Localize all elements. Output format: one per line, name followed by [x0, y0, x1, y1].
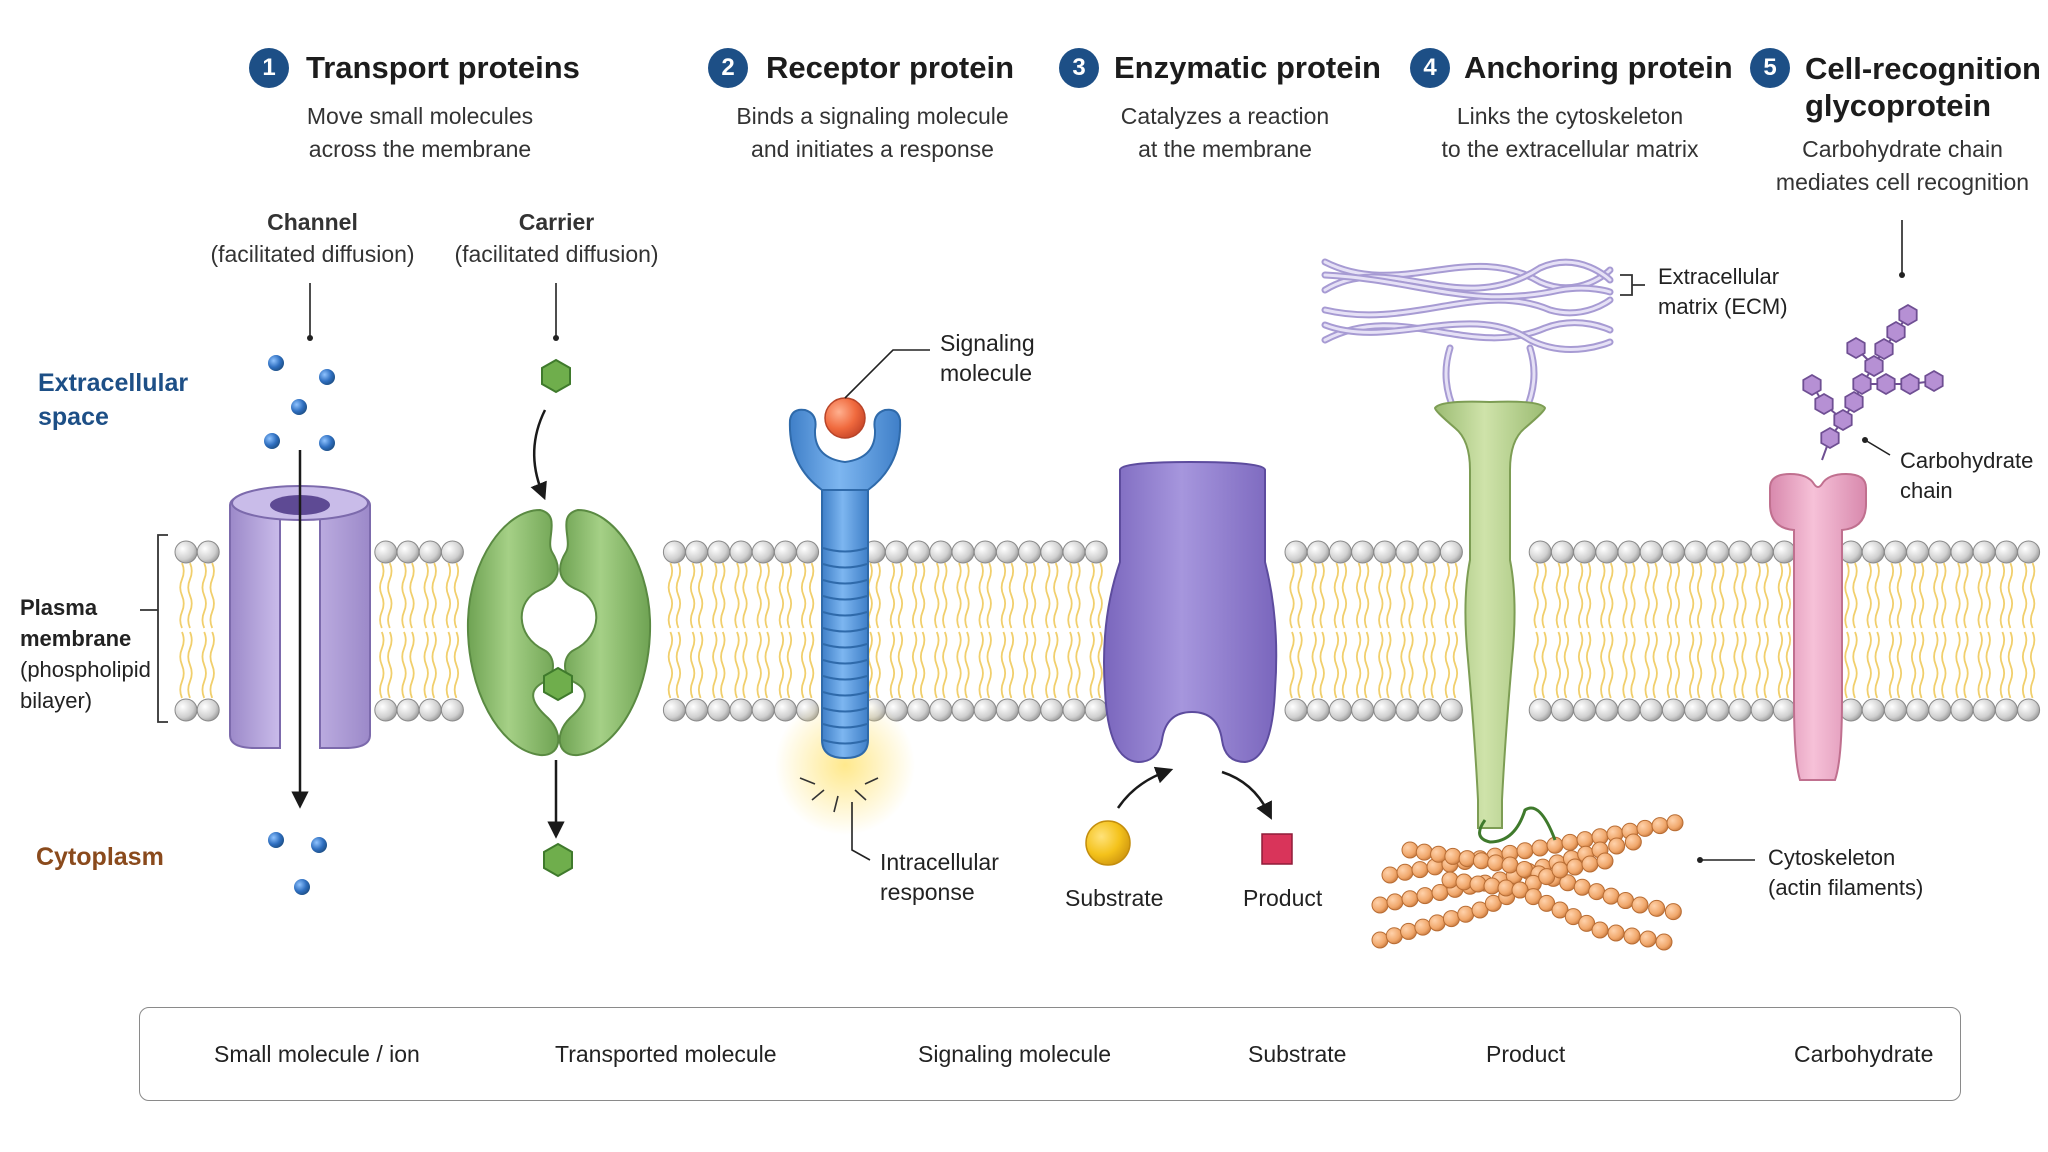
glycoprotein [1769, 472, 1867, 781]
section-number-5: 5 [1750, 48, 1790, 88]
ecm-label: Extracellular matrix (ECM) [1658, 264, 1788, 319]
legend-item-transported-molecule: Transported molecule [555, 1040, 777, 1067]
region-cytoplasm: Cytoplasm [36, 843, 164, 871]
legend-item-product: Product [1486, 1040, 1566, 1067]
product-arrow [1221, 770, 1272, 820]
carrier-protein [466, 508, 652, 757]
section-title-glycoprotein: Cell-recognition glycoprotein [1805, 51, 2041, 123]
section-title-transport: Transport proteins [306, 50, 580, 85]
response-leader [851, 802, 871, 861]
region-extracellular: Extracellular space [38, 369, 189, 431]
cytoskeleton-filaments [1371, 814, 1684, 951]
section-title-receptor: Receptor protein [766, 50, 1015, 85]
glow-rays [799, 777, 879, 813]
enzymatic-protein [1103, 460, 1278, 764]
carbohydrate-chain-label: Carbohydrate chain [1900, 448, 2034, 503]
lipid-heads [174, 540, 2041, 722]
section-subtitle-receptor: Binds a signaling molecule and initiates… [736, 103, 1009, 162]
section-subtitle-transport: Move small molecules across the membrane [306, 103, 534, 162]
section-subtitle-glycoprotein: Carbohydrate chain mediates cell recogni… [1775, 136, 2030, 195]
receptor-protein [788, 408, 902, 760]
section-subtitle-anchoring: Links the cytoskeleton to the extracellu… [1441, 103, 1699, 162]
intracellular-glow [775, 695, 915, 835]
carrier-label: Carrier (facilitated diffusion) [454, 209, 659, 267]
substrate-arrow [1116, 766, 1174, 809]
signaling-molecule-label: Signaling molecule [940, 330, 1035, 386]
section-subtitle-enzymatic: Catalyzes a reaction at the membrane [1120, 103, 1330, 162]
section-number-1: 1 [249, 48, 289, 88]
product-label: Product [1243, 885, 1323, 911]
legend-item-carbohydrate: Carbohydrate [1794, 1040, 1934, 1067]
carbohydrate-chain [1802, 303, 1944, 461]
product-molecule [1261, 833, 1293, 865]
legend-item-signaling-molecule: Signaling molecule [918, 1040, 1112, 1067]
section-number-2: 2 [708, 48, 748, 88]
cytoskeleton-label: Cytoskeleton (actin filaments) [1768, 845, 1924, 900]
signaling-molecule [824, 397, 866, 439]
anchoring-protein [1434, 400, 1546, 829]
section-number-4: 4 [1410, 48, 1450, 88]
legend-item-substrate: Substrate [1248, 1040, 1347, 1067]
anchor-link [1478, 806, 1557, 844]
channel-label: Channel (facilitated diffusion) [210, 209, 415, 267]
substrate-label: Substrate [1065, 885, 1164, 911]
lipid-tails [179, 562, 2036, 699]
carbo-leader [1864, 439, 1891, 456]
membrane-bracket [140, 534, 168, 723]
section-title-enzymatic: Enzymatic protein [1114, 50, 1381, 85]
section-number-3: 3 [1059, 48, 1099, 88]
transported-molecule [541, 358, 573, 878]
substrate-molecule [1085, 820, 1131, 866]
ecm-bracket [1620, 274, 1645, 296]
region-membrane: Plasma membrane (phospholipid bilayer) [20, 595, 151, 713]
small-molecule [264, 355, 335, 895]
legend-item-small-molecule: Small molecule / ion [214, 1040, 420, 1067]
intracellular-response-label: Intracellular response [880, 849, 999, 905]
section-title-anchoring: Anchoring protein [1464, 50, 1733, 85]
signaling-leader [844, 349, 930, 399]
legend: Small molecule / ion Transported molecul… [139, 1007, 1961, 1101]
extracellular-matrix [1321, 258, 1614, 353]
carrier-in-arrow [530, 409, 547, 501]
